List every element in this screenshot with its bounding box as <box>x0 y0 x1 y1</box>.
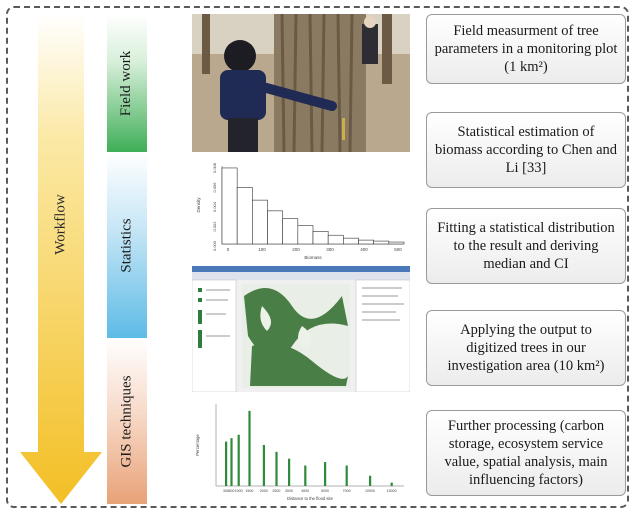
tree-measurement-photo <box>192 14 410 152</box>
step-apply-output: Applying the output to digitized trees i… <box>426 310 626 386</box>
histogram-bar <box>282 218 299 245</box>
histogram-bar <box>252 199 268 245</box>
distance-bar <box>262 445 265 486</box>
histogram-bar <box>388 241 405 245</box>
histogram-xtick: 200 <box>292 247 300 252</box>
histogram-ytick: 0.000 <box>212 240 217 251</box>
distance-bar <box>237 434 240 486</box>
workflow-arrow <box>20 14 102 504</box>
density-histogram: 0.000 0.002 0.004 0.006 0.008 0 100 200 300 400 50… <box>192 160 410 262</box>
histogram-xtick: 500 <box>394 247 402 252</box>
distance-bar <box>225 441 228 486</box>
bar-xlabel: Distance to the flood site <box>287 496 334 501</box>
step-distribution-fitting: Fitting a statistical distribution to th… <box>426 208 626 284</box>
histogram-ytick: 0.004 <box>212 201 217 212</box>
distance-bar <box>230 438 233 486</box>
distance-bar <box>345 465 348 486</box>
histogram-ylabel: Density <box>196 197 201 213</box>
distance-bar <box>324 462 327 486</box>
step-further-processing: Further processing (carbon storage, ecos… <box>426 410 626 496</box>
histogram-bar <box>236 187 253 245</box>
workflow-label: Workflow <box>52 193 69 255</box>
bar-xtick: 1000 <box>235 489 243 493</box>
bar-ylabel: Percentage <box>195 434 200 456</box>
bar-xtick: 2500 <box>272 489 280 493</box>
gis-software-screenshot <box>192 266 410 392</box>
step-biomass-estimation: Statistical estimation of biomass accord… <box>426 112 626 188</box>
distance-bar <box>275 451 278 486</box>
bar-xtick: 3000 <box>285 489 293 493</box>
bar-xtick: 600 <box>228 489 234 493</box>
workflow-frame <box>6 6 629 508</box>
histogram-bar <box>297 225 314 245</box>
histogram-xtick: 0 <box>227 247 230 252</box>
histogram-bar <box>343 237 359 245</box>
bar-xtick: 15000 <box>387 489 397 493</box>
histogram-bar <box>358 239 374 245</box>
bar-xtick: 1500 <box>245 489 253 493</box>
bar-xtick: 4000 <box>301 489 309 493</box>
histogram-bar <box>267 210 283 245</box>
bar-xtick: 10000 <box>365 489 375 493</box>
histogram-bar <box>312 231 329 245</box>
bar-xtick: 2000 <box>260 489 268 493</box>
histogram-xlabel: Biomass <box>304 255 322 260</box>
stage-statistics: Statistics <box>107 152 147 338</box>
bar-xtick: 5000 <box>321 489 329 493</box>
distance-bar <box>288 458 291 486</box>
stage-gis-techniques: GIS techniques <box>107 338 147 504</box>
stage-field-work: Field work <box>107 14 147 152</box>
bar-xtick: 7000 <box>343 489 351 493</box>
histogram-ytick: 0.002 <box>212 221 217 232</box>
histogram-xtick: 400 <box>360 247 368 252</box>
distance-bar <box>369 475 372 486</box>
histogram-ytick: 0.006 <box>212 182 217 193</box>
histogram-xtick: 300 <box>326 247 334 252</box>
histogram-ytick: 0.008 <box>212 162 217 173</box>
distance-bar <box>304 465 307 486</box>
histogram-bar <box>221 167 238 245</box>
bar-xtick: 300 <box>223 489 229 493</box>
distance-bar <box>248 410 251 486</box>
histogram-xtick: 100 <box>258 247 266 252</box>
distance-bar <box>390 482 393 486</box>
histogram-bar <box>373 240 390 245</box>
step-field-measurement: Field measurment of tree parameters in a… <box>426 14 626 84</box>
histogram-bar <box>327 234 344 245</box>
